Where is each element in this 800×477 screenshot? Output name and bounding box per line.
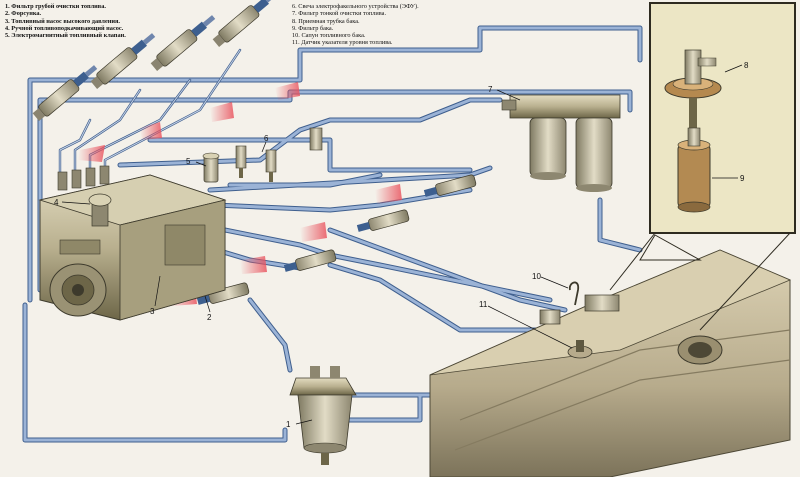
callout-8: 8: [744, 61, 749, 70]
hand-pump-icon: [88, 193, 112, 227]
legend-item-11: 11. Датчик указателя уровня топлива.: [292, 39, 393, 47]
callout-6: 6: [264, 134, 269, 143]
pressure-highlights: [78, 82, 402, 306]
fuel-tank-icon: [429, 249, 792, 477]
injector-icon: [150, 15, 216, 71]
tee-fitting-icon: [309, 127, 323, 151]
callout-10: 10: [532, 272, 541, 281]
legend-item-6: 6. Свеча электрофакельного устройства (Э…: [292, 3, 419, 10]
callout-11: 11: [479, 300, 488, 309]
callout-leaders: [61, 89, 573, 425]
legend-item-7: 7. Фильтр тонкой очистки топлива.: [292, 10, 387, 18]
callout-7: 7: [488, 85, 493, 94]
legend-left: 1. Фильтр грубой очистки топлива. 2. Фор…: [5, 3, 126, 39]
callout-2: 2: [207, 313, 212, 322]
callout-9: 9: [740, 174, 745, 183]
callout-1: 1: [286, 420, 291, 429]
injector-icon: [423, 174, 477, 197]
fuel-level-sensor-icon: [567, 340, 593, 359]
injector-icon: [283, 249, 337, 272]
legend-item-4: 4. Ручной топливоподкачивающий насос.: [5, 24, 124, 32]
tank-intake-inset: [609, 2, 796, 331]
legend-item-5: 5. Электромагнитный топливный клапан.: [5, 32, 126, 40]
injector-icon: [356, 209, 410, 232]
legend-right: 6. Свеча электрофакельного устройства (Э…: [292, 3, 419, 47]
legend-item-10: 10. Сапун топливного бака.: [292, 32, 366, 40]
callout-3: 3: [150, 307, 155, 316]
callout-5: 5: [186, 157, 191, 166]
injector-icon: [32, 65, 98, 121]
glow-plug-icon: [235, 145, 277, 182]
injector-icon: [90, 33, 156, 89]
legend-item-9: 9. Фильтр бака.: [292, 24, 334, 32]
legend-item-2: 2. Форсунка.: [5, 10, 42, 18]
legend-item-1: 1. Фильтр грубой очистки топлива.: [5, 3, 106, 10]
tank-filter-icon: [677, 127, 711, 213]
tank-breather-icon: [568, 281, 620, 312]
legend-item-8: 8. Приемная трубка бака.: [292, 17, 360, 25]
injector-icon: [212, 0, 278, 47]
coarse-filter-icon: [289, 366, 357, 465]
upper-injectors: [32, 0, 278, 121]
intake-tube-icon: [664, 49, 722, 128]
intake-fitting-icon: [539, 309, 561, 325]
callout-4: 4: [54, 198, 59, 207]
legend-item-3: 3. Топливный насос высокого давления.: [5, 17, 120, 25]
lower-injectors: [196, 174, 477, 305]
fuel-pump-icon: [38, 165, 227, 321]
callout-numbers: 1 2 3 4 5 6 7 8 9 10 11: [54, 61, 749, 429]
solenoid-valve-icon: [202, 152, 220, 183]
fine-filter-icon: [501, 94, 621, 192]
